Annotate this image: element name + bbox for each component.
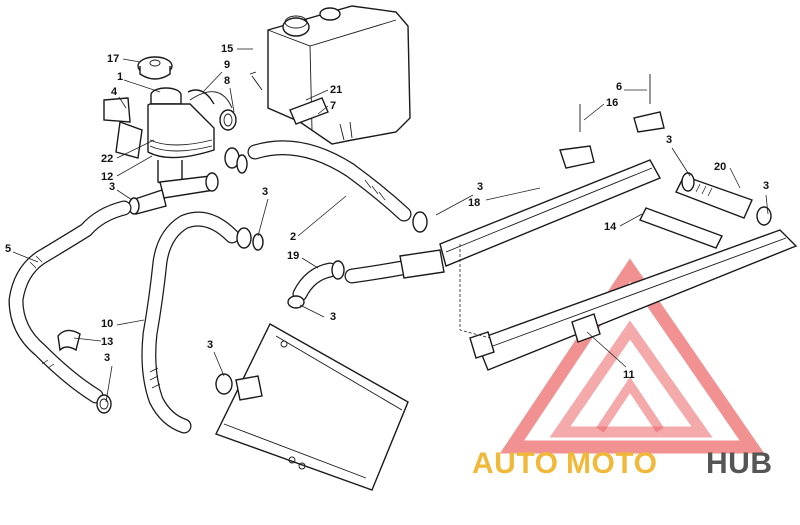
callout-leader-3f	[299, 304, 325, 318]
tunnel-cooler-right-rail	[469, 229, 798, 371]
tunnel-crossbar-14	[639, 207, 723, 249]
callout-number-11: 11	[623, 369, 635, 381]
callout-leader-22	[116, 139, 155, 159]
callout-number-3d: 3	[666, 134, 672, 146]
callout-leader-3e	[765, 194, 769, 215]
callout-number-20: 20	[714, 161, 726, 173]
callout-leader-3d	[671, 147, 691, 177]
callout-leader-16	[583, 103, 605, 121]
hose-clamp-panel	[215, 373, 233, 395]
watermark-logo	[499, 258, 765, 454]
watermark-triangle-outer	[499, 258, 765, 454]
callout-number-15: 15	[221, 43, 233, 55]
hose-clamp-upper	[224, 147, 248, 174]
hose-5	[8, 200, 132, 404]
callout-number-3h: 3	[104, 352, 110, 364]
callout-leader-21	[305, 89, 329, 101]
hose-2	[247, 140, 412, 222]
callout-number-10: 10	[101, 318, 113, 330]
callout-leader-14	[619, 213, 643, 227]
callout-number-13: 13	[101, 336, 113, 348]
callout-leader-2	[297, 195, 347, 237]
callout-number-3c: 3	[477, 181, 483, 193]
callout-leader-10	[116, 319, 145, 326]
breather-line	[189, 91, 233, 109]
callout-number-14: 14	[604, 221, 617, 233]
callout-number-21: 21	[330, 84, 342, 96]
hose-20	[675, 172, 772, 226]
callout-number-6: 6	[616, 81, 622, 93]
watermark-triangle-cut	[596, 376, 664, 433]
callout-leader-5	[12, 251, 39, 263]
callout-number-18: 18	[468, 197, 480, 209]
coolant-reservoir-tank	[267, 5, 411, 145]
callout-number-1: 1	[117, 71, 123, 83]
mounting-bracket-6	[633, 74, 665, 133]
watermark-text: AUTO MOTO HUB	[472, 447, 773, 480]
hose-clamp-8	[219, 109, 237, 131]
callout-leader-9	[202, 71, 223, 93]
callout-leader-11	[586, 331, 627, 368]
callout-number-8: 8	[224, 75, 230, 87]
callout-leader-8	[229, 87, 235, 113]
watermark-brand-part2: MOTO	[566, 447, 657, 480]
callout-number-4: 4	[111, 86, 118, 98]
callout-leader-20	[729, 167, 741, 189]
routing-dashed-line	[459, 244, 491, 339]
watermark-brand-part1: AUTO	[472, 447, 558, 480]
callout-number-9: 9	[224, 59, 230, 71]
callout-leader-3c	[435, 194, 474, 216]
callout-number-19: 19	[287, 250, 299, 262]
callout-number-3g: 3	[207, 339, 213, 351]
callout-leader-1	[123, 79, 161, 93]
watermark-triangle-inner	[549, 320, 713, 438]
callout-leader-3a	[116, 189, 133, 201]
bolt-15	[249, 71, 263, 91]
watermark-brand-part3: HUB	[706, 447, 773, 480]
callout-number-7: 7	[330, 100, 336, 112]
tunnel-cooler-left-rail	[344, 145, 661, 284]
heat-exchanger-panel	[215, 323, 409, 491]
callout-leader-19	[301, 257, 319, 269]
callout-leader-13	[73, 337, 102, 342]
hose-19	[292, 262, 338, 302]
callout-number-3a: 3	[109, 181, 115, 193]
callout-leader-3h	[105, 365, 113, 403]
callout-leader-3b	[257, 198, 269, 237]
callout-number-16: 16	[606, 97, 618, 109]
callout-number-3e: 3	[763, 180, 769, 192]
callout-leader-4	[118, 96, 127, 109]
callout-leader-7	[317, 105, 329, 115]
callout-number-17: 17	[107, 53, 119, 65]
callout-number-5: 5	[5, 243, 11, 255]
callout-number-3f: 3	[330, 311, 336, 323]
callout-number-3b: 3	[262, 186, 268, 198]
callout-leader-17	[122, 58, 141, 63]
hose-clamp-18	[412, 211, 428, 233]
callout-leader-18	[485, 187, 541, 201]
callout-number-22: 22	[101, 153, 113, 165]
callout-number-12: 12	[101, 171, 113, 183]
hose-10	[141, 211, 240, 434]
hose-clamp-19	[287, 260, 345, 309]
callout-leader-3g	[213, 351, 225, 377]
callout-number-2: 2	[290, 231, 296, 243]
hose-clip-13	[57, 329, 81, 352]
hose-clamp-5-lower	[96, 394, 112, 414]
hose-clamp-10-upper	[236, 227, 264, 251]
callout-leader-12	[116, 155, 153, 177]
